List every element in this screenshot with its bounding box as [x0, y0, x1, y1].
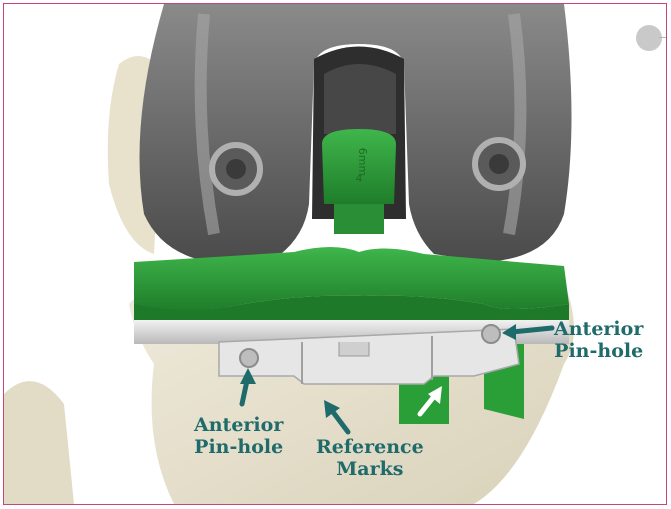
- corner-dot-line: [659, 37, 667, 38]
- knee-implant-illustration: 6mm 4: [4, 4, 666, 504]
- anterior-pin-hole-left: [240, 349, 258, 367]
- label-line: Pin-hole: [194, 436, 283, 458]
- label-anterior-pinhole-right: Anterior Pin-hole: [554, 318, 643, 362]
- label-line: Anterior: [554, 318, 643, 340]
- insert-index-marking: 4: [356, 172, 363, 185]
- label-line: Pin-hole: [554, 340, 643, 362]
- label-line: Anterior: [194, 414, 283, 436]
- label-line: Reference: [316, 436, 424, 458]
- label-line: Marks: [316, 458, 424, 480]
- corner-dot: [636, 25, 662, 51]
- label-reference-marks: Reference Marks: [316, 436, 424, 480]
- fibula-bone: [4, 381, 74, 504]
- diagram-frame: 6mm 4 Anterior Pin-hole Reference Marks …: [3, 3, 667, 505]
- label-anterior-pinhole-left: Anterior Pin-hole: [194, 414, 283, 458]
- anterior-pin-hole-right: [482, 325, 500, 343]
